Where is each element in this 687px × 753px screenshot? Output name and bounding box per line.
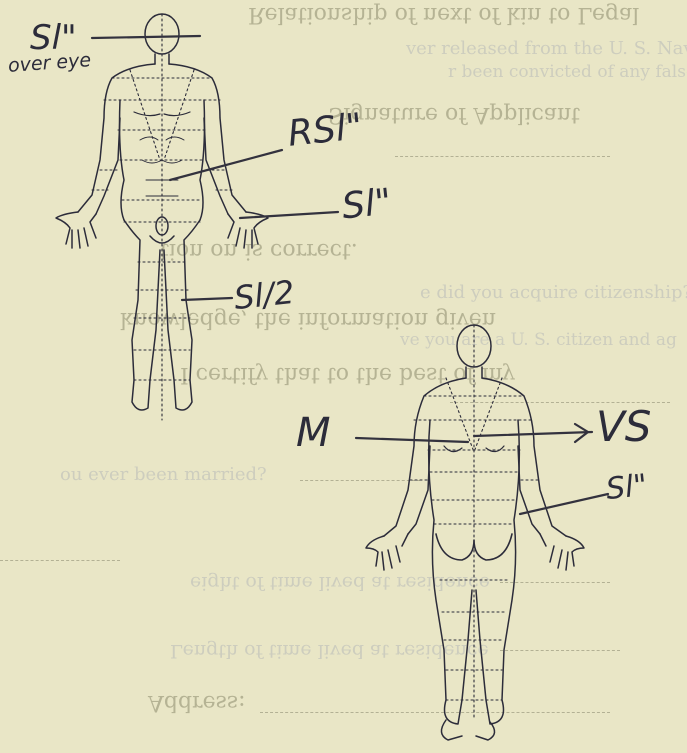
annotation-back-left: M	[296, 410, 331, 456]
annotation-back-arm: Sl"	[604, 468, 649, 507]
annotation-back-right: VS	[596, 402, 651, 451]
annotation-leg-front: Sl/2	[232, 273, 296, 317]
back-body-figure	[366, 325, 584, 740]
back-grid	[410, 325, 538, 720]
annotation-hand-front: Sl"	[340, 182, 393, 228]
annotation-torso-front: RSl"	[286, 106, 364, 155]
